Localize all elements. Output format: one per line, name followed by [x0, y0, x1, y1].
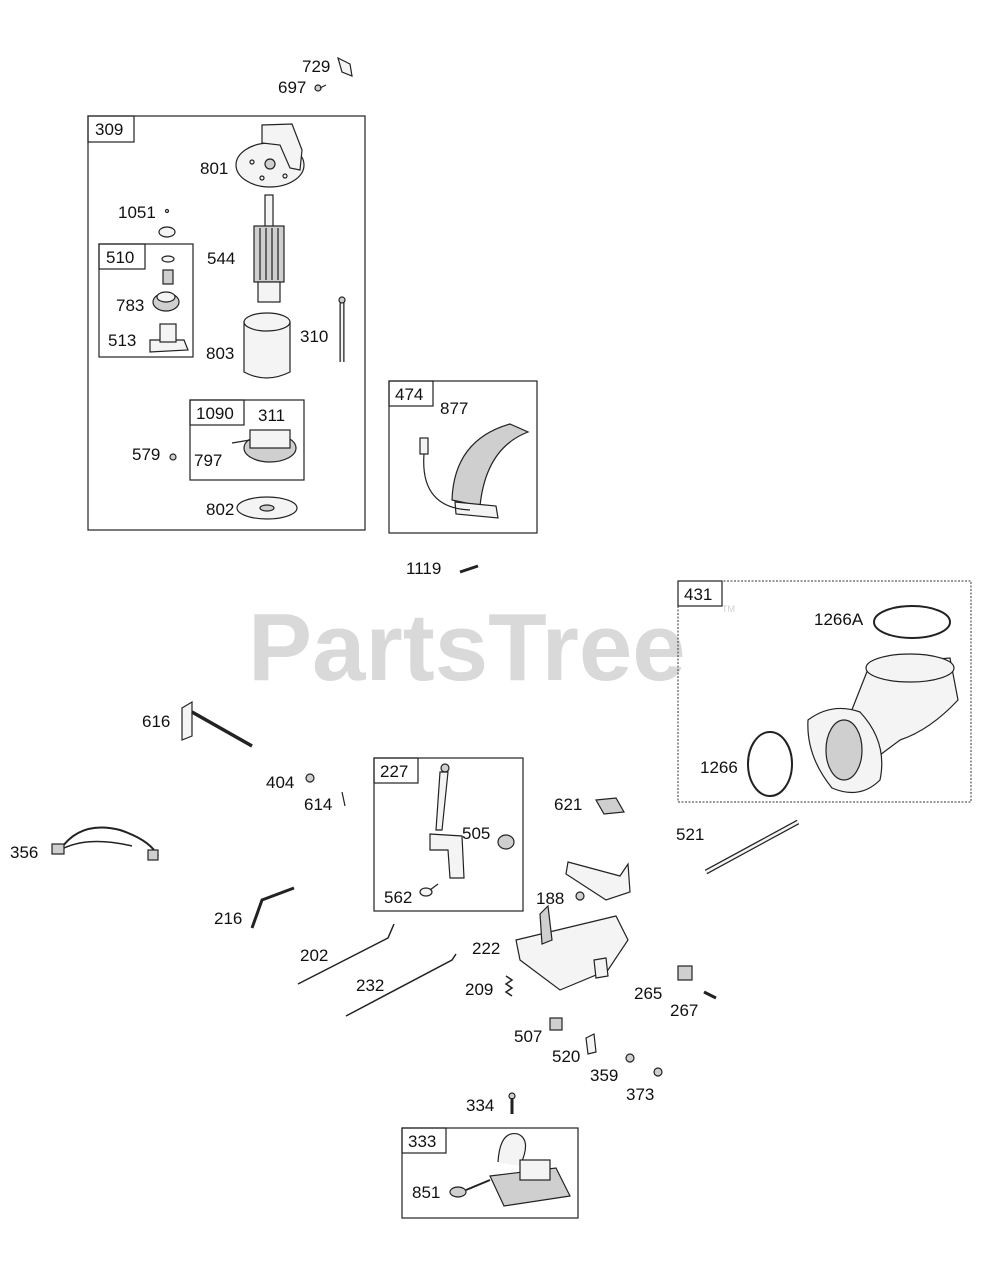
part-510-small-drawing[interactable] [161, 255, 175, 285]
part-202-drawing[interactable] [297, 923, 395, 985]
label-311[interactable]: 311 [258, 406, 285, 425]
group-431-label: 431 [684, 585, 712, 604]
label-802[interactable]: 802 [206, 500, 234, 519]
group-309[interactable]: 309 [87, 115, 366, 531]
label-1266A[interactable]: 1266A [814, 610, 864, 629]
label-579[interactable]: 579 [132, 445, 160, 464]
watermark: PartsTree [248, 594, 686, 701]
part-356-drawing[interactable] [51, 826, 159, 861]
label-232[interactable]: 232 [356, 976, 384, 995]
label-222[interactable]: 222 [472, 939, 500, 958]
part-521-drawing[interactable] [704, 819, 800, 875]
label-513[interactable]: 513 [108, 331, 136, 350]
part-579-drawing[interactable] [169, 453, 177, 461]
part-507-drawing[interactable] [549, 1017, 563, 1031]
part-1266A-drawing[interactable] [873, 605, 951, 639]
group-1090[interactable]: 1090 [189, 399, 305, 481]
group-333[interactable]: 333 [401, 1127, 579, 1219]
part-783-drawing[interactable] [152, 291, 180, 312]
part-209-drawing[interactable] [504, 975, 514, 997]
part-265-drawing[interactable] [677, 965, 693, 981]
label-520[interactable]: 520 [552, 1047, 580, 1066]
label-216[interactable]: 216 [214, 909, 242, 928]
part-621-drawing[interactable] [595, 797, 625, 815]
part-877-drawing[interactable] [419, 423, 530, 519]
part-1266-drawing[interactable] [747, 731, 793, 797]
label-404[interactable]: 404 [266, 773, 294, 792]
label-803[interactable]: 803 [206, 344, 234, 363]
part-801-drawing[interactable] [235, 123, 305, 188]
label-877[interactable]: 877 [440, 399, 468, 418]
label-373[interactable]: 373 [626, 1085, 654, 1104]
label-616[interactable]: 616 [142, 712, 170, 731]
part-562-drawing[interactable] [419, 883, 439, 897]
part-513-drawing[interactable] [149, 323, 189, 353]
label-267[interactable]: 267 [670, 1001, 698, 1020]
part-431-housing-drawing[interactable] [807, 653, 959, 794]
part-267-drawing[interactable] [703, 990, 717, 1000]
part-697-drawing[interactable] [314, 84, 327, 92]
label-614[interactable]: 614 [304, 795, 332, 814]
label-562[interactable]: 562 [384, 888, 412, 907]
group-510-label: 510 [106, 248, 134, 267]
label-507[interactable]: 507 [514, 1027, 542, 1046]
label-621[interactable]: 621 [554, 795, 582, 814]
part-803-drawing[interactable] [243, 312, 291, 379]
label-783[interactable]: 783 [116, 296, 144, 315]
part-222-drawing[interactable] [515, 904, 629, 991]
label-1266[interactable]: 1266 [700, 758, 738, 777]
group-227[interactable]: 227 [373, 757, 524, 912]
watermark-tm: TM [722, 604, 735, 614]
group-510[interactable]: 510 [98, 243, 194, 358]
label-1051[interactable]: 1051 [118, 203, 156, 222]
part-232-drawing[interactable] [345, 953, 457, 1017]
label-209[interactable]: 209 [465, 980, 493, 999]
label-505[interactable]: 505 [462, 824, 490, 843]
part-310-drawing[interactable] [338, 296, 346, 362]
label-1119[interactable]: 1119 [406, 559, 441, 578]
part-802-drawing[interactable] [236, 496, 298, 520]
label-356[interactable]: 356 [10, 843, 38, 862]
label-544[interactable]: 544 [207, 249, 235, 268]
part-188-drawing[interactable] [565, 861, 631, 901]
group-431[interactable]: 431 [677, 580, 972, 803]
label-359[interactable]: 359 [590, 1066, 618, 1085]
part-616-drawing[interactable] [181, 700, 253, 748]
label-797[interactable]: 797 [194, 451, 222, 470]
group-333-label: 333 [408, 1132, 436, 1151]
part-614-drawing[interactable] [341, 791, 346, 807]
part-311-drawing[interactable] [231, 429, 297, 463]
label-334[interactable]: 334 [466, 1096, 494, 1115]
label-521[interactable]: 521 [676, 825, 704, 844]
part-1051-drawing[interactable] [158, 208, 176, 238]
label-801[interactable]: 801 [200, 159, 228, 178]
group-1090-label: 1090 [196, 404, 234, 423]
label-202[interactable]: 202 [300, 946, 328, 965]
label-188[interactable]: 188 [536, 889, 564, 908]
part-404-drawing[interactable] [305, 773, 315, 783]
part-1119-drawing[interactable] [459, 564, 479, 574]
part-216-drawing[interactable] [250, 886, 295, 929]
label-729[interactable]: 729 [302, 57, 330, 76]
label-265[interactable]: 265 [634, 984, 662, 1003]
part-729-drawing[interactable] [337, 56, 353, 77]
part-359-drawing[interactable] [625, 1053, 635, 1063]
group-309-label: 309 [95, 120, 123, 139]
part-373-drawing[interactable] [653, 1067, 663, 1077]
label-851[interactable]: 851 [412, 1183, 440, 1202]
group-474-label: 474 [395, 385, 423, 404]
part-227-lever-drawing[interactable] [429, 763, 465, 879]
part-544-drawing[interactable] [253, 194, 285, 303]
part-333-module-drawing[interactable] [449, 1132, 571, 1207]
part-505-drawing[interactable] [497, 834, 515, 850]
group-227-label: 227 [380, 762, 408, 781]
group-474[interactable]: 474 [388, 380, 538, 534]
part-520-drawing[interactable] [585, 1033, 597, 1055]
part-334-drawing[interactable] [508, 1092, 516, 1114]
label-310[interactable]: 310 [300, 327, 328, 346]
label-697[interactable]: 697 [278, 78, 306, 97]
